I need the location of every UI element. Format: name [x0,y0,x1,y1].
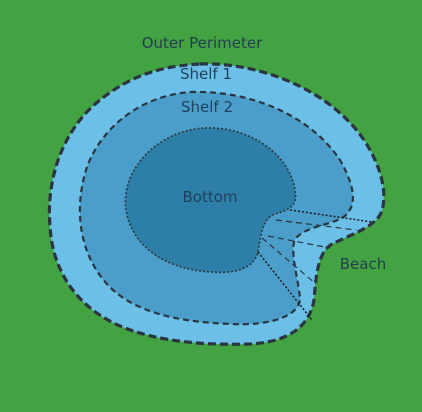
beach-line [267,235,331,249]
label-bottom: Bottom [182,188,237,206]
beach-line [275,219,357,231]
label-beach: Beach [340,255,386,273]
beach-line [261,237,317,285]
beach-line [257,251,313,321]
bottom-region [124,127,297,274]
label-outer-perimeter: Outer Perimeter [142,34,263,52]
label-shelf2: Shelf 2 [181,98,233,116]
beach-line [289,209,373,223]
label-shelf1: Shelf 1 [180,65,232,83]
